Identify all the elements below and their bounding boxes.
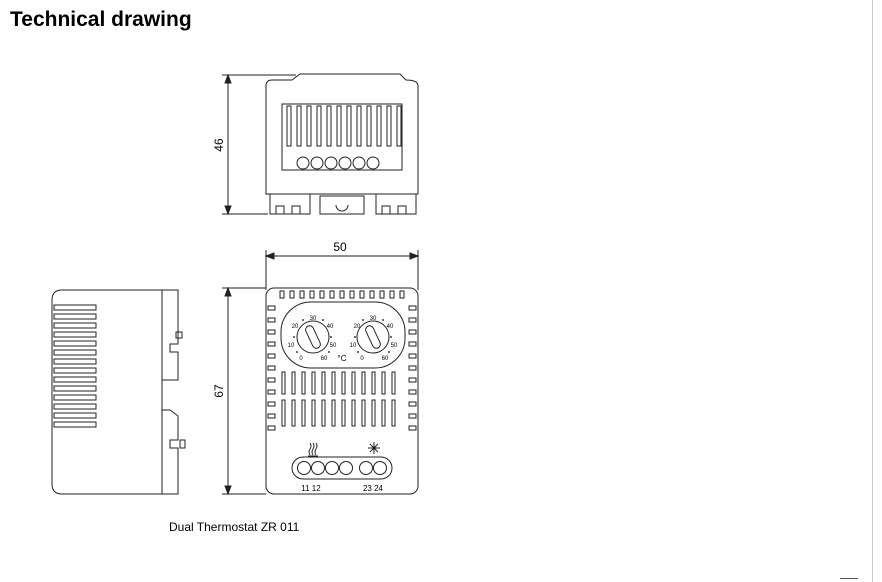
dial-heating: 0 10 20 30 40 50 60 — [288, 316, 337, 362]
front-middle-vents — [281, 371, 396, 427]
front-left-vents — [267, 305, 276, 431]
side-view — [51, 289, 186, 495]
dial-cooling: 0 10 20 30 40 50 60 — [350, 316, 398, 362]
top-terminal-holes — [296, 156, 380, 170]
dial-right-tick-30: 30 — [370, 316, 377, 322]
dial-left-tick-20: 20 — [292, 324, 299, 330]
top-vent-slots — [286, 105, 402, 147]
dial-left-tick-40: 40 — [327, 324, 334, 330]
dial-left-tick-50: 50 — [330, 343, 337, 349]
dial-right-tick-40: 40 — [387, 324, 394, 330]
dial-left-tick-60: 60 — [321, 356, 328, 362]
front-right-vents — [408, 305, 417, 431]
top-view: 46 — [212, 73, 419, 216]
terminal-label-right: 23 24 — [363, 484, 384, 493]
dimension-label-50: 50 — [333, 240, 347, 254]
dial-right-tick-50: 50 — [391, 343, 398, 349]
dial-left-tick-10: 10 — [288, 343, 295, 349]
dial-right-tick-20: 20 — [354, 324, 361, 330]
dial-right-tick-60: 60 — [382, 356, 389, 362]
fan-symbol — [368, 442, 380, 454]
dial-left-tick-30: 30 — [310, 316, 317, 322]
dimension-width-front: 50 — [264, 240, 420, 290]
dimension-height-front: 67 — [212, 286, 266, 496]
front-view: 50 67 — [212, 240, 420, 496]
dimension-label-67: 67 — [212, 384, 226, 398]
dimension-height-top: 46 — [212, 73, 296, 216]
din-clips — [269, 193, 417, 215]
page-border — [872, 0, 873, 582]
dimension-label-46: 46 — [212, 138, 226, 152]
temperature-unit-label: °C — [338, 354, 347, 363]
dial-right-tick-10: 10 — [350, 343, 357, 349]
dial-left-tick-0: 0 — [299, 356, 303, 362]
heater-symbol — [308, 442, 318, 457]
page-title: Technical drawing — [10, 8, 192, 31]
terminal-label-left: 11 12 — [301, 484, 321, 493]
terminal-block — [291, 456, 393, 480]
front-top-vents — [279, 290, 405, 299]
corner-mark — [840, 578, 858, 579]
dial-right-tick-0: 0 — [360, 356, 364, 362]
figure-caption: Dual Thermostat ZR 011 — [169, 520, 300, 534]
side-ribs — [53, 304, 97, 428]
